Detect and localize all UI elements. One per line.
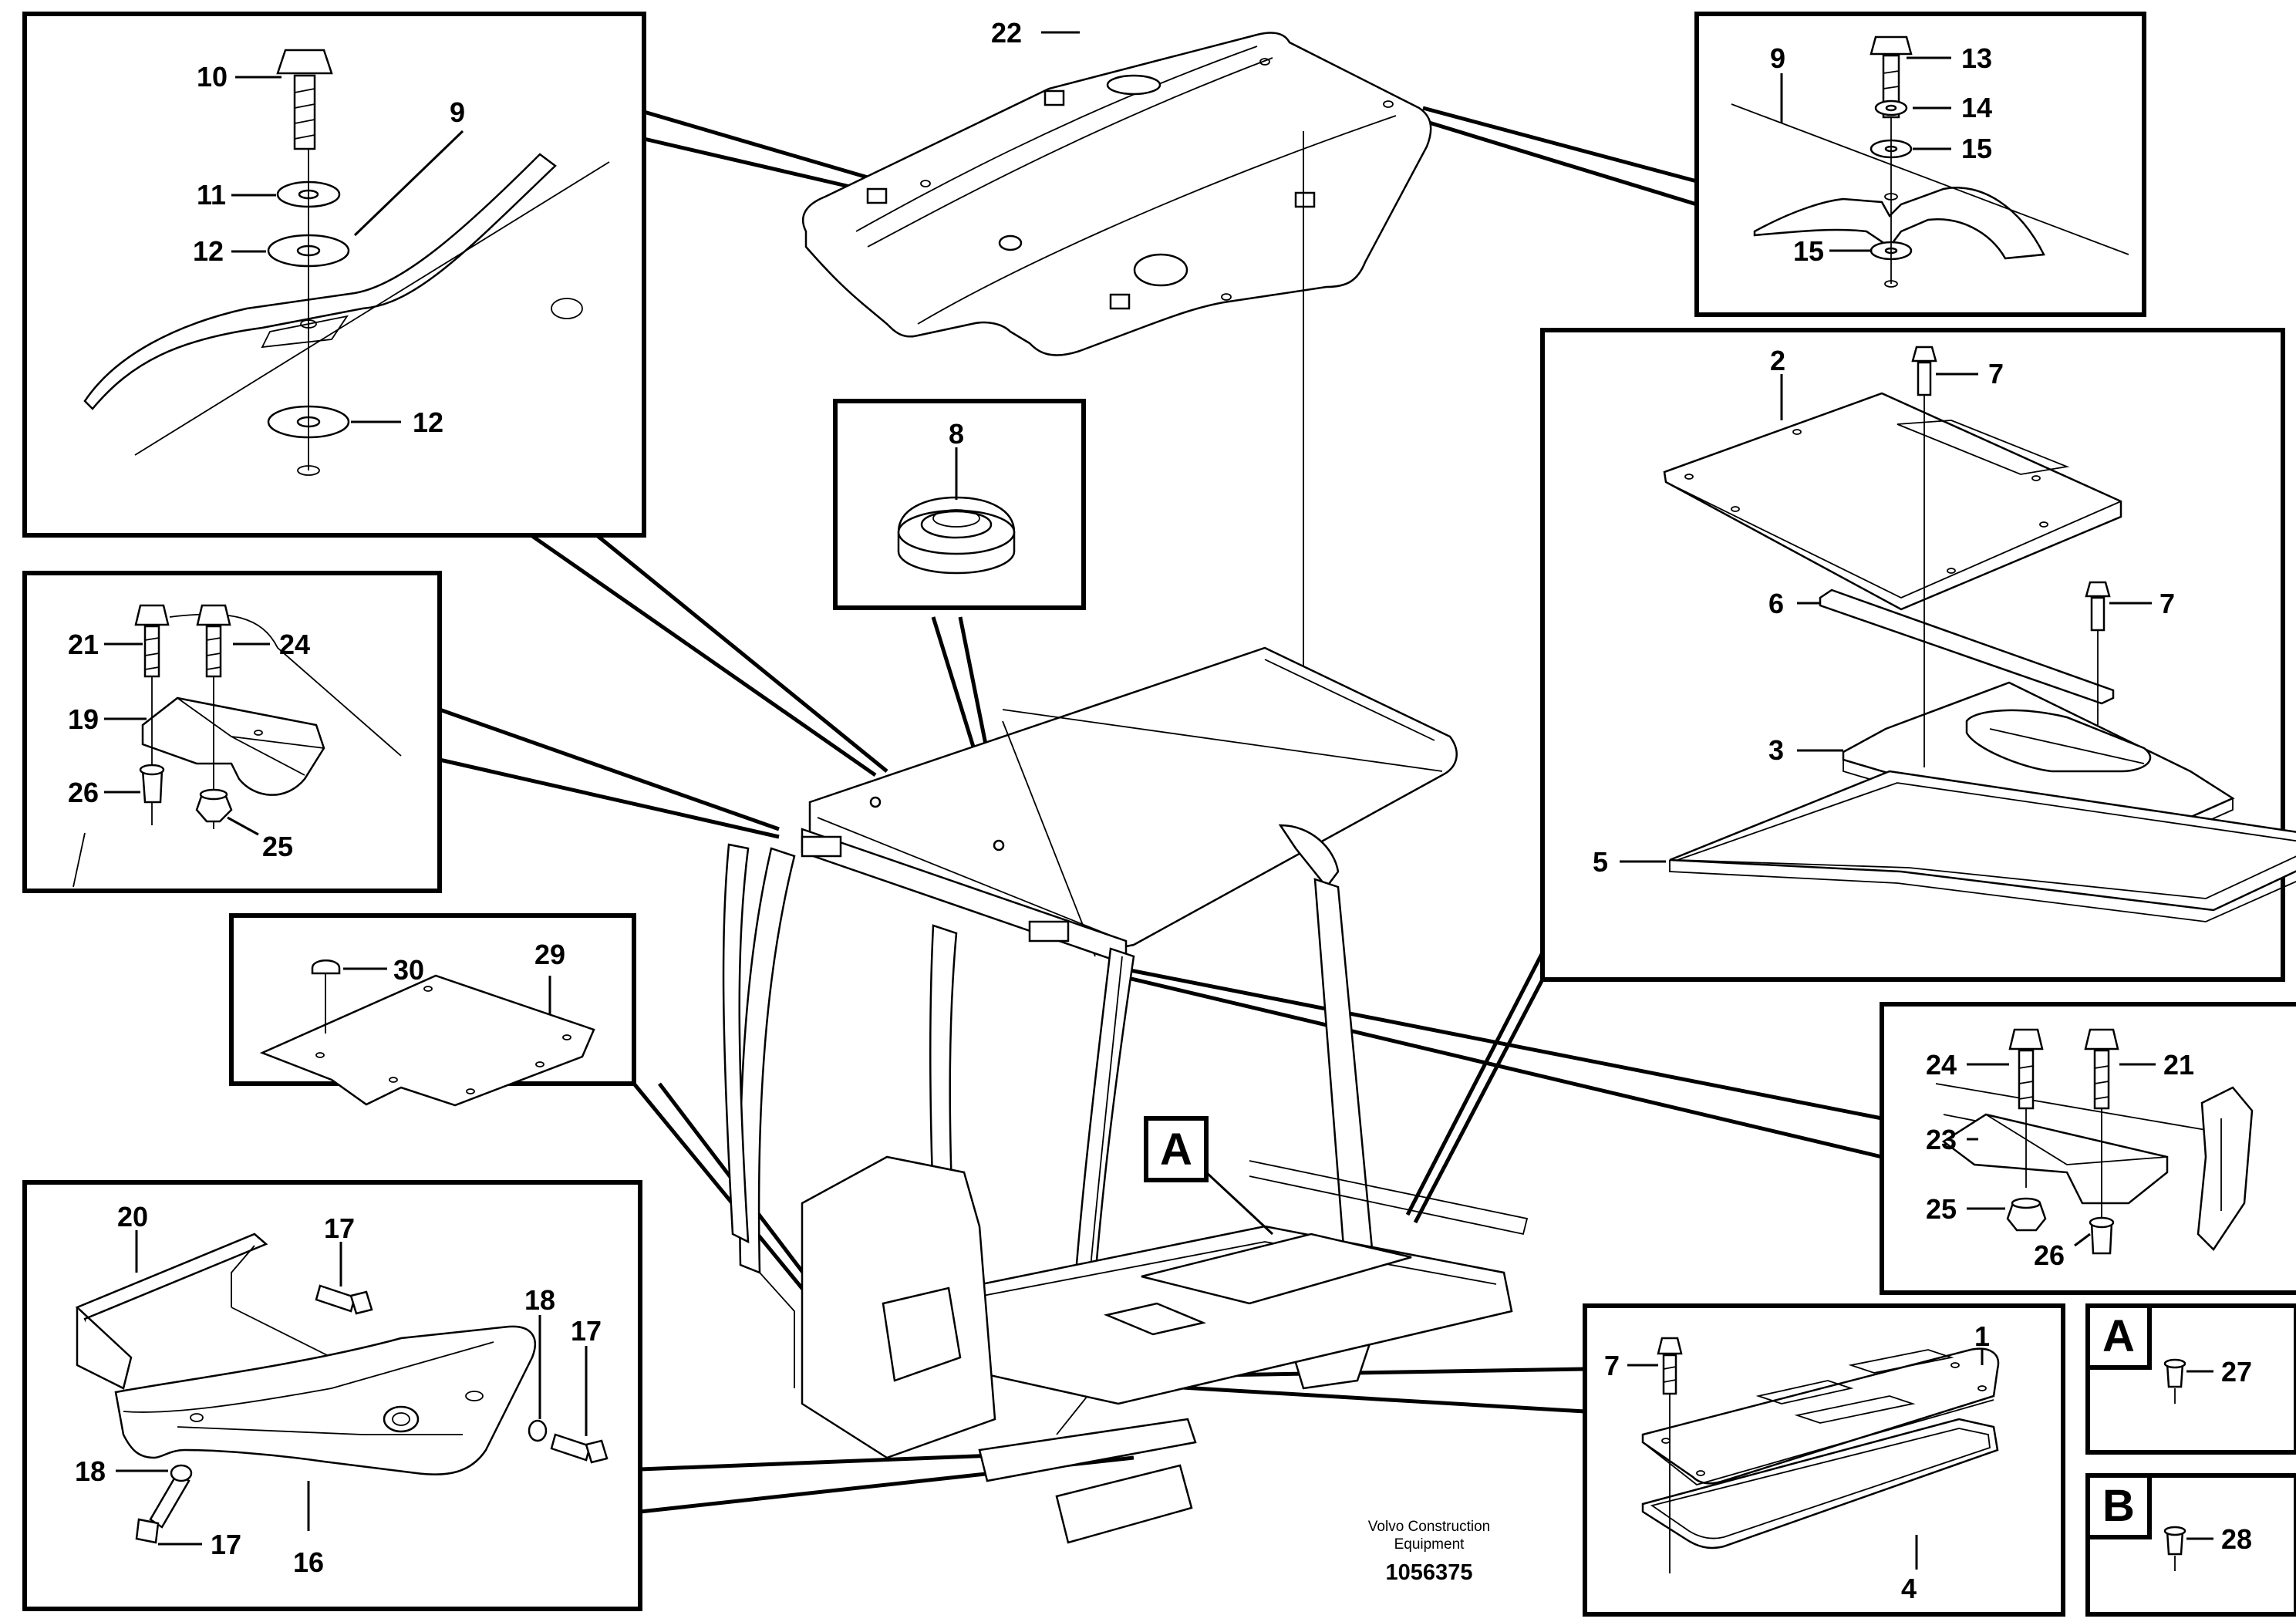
- label-13: 13: [1961, 42, 1992, 74]
- label-25-right: 25: [1926, 1193, 1957, 1225]
- label-18-right: 18: [524, 1284, 555, 1316]
- detail-box-b: B 28: [2085, 1473, 2296, 1617]
- box-b-label: B: [2102, 1481, 2135, 1531]
- detail-marker-a-main: A: [1144, 1116, 1274, 1236]
- label-9-left: 9: [450, 96, 465, 128]
- detail-box-grommet: 8: [833, 399, 1086, 610]
- label-10: 10: [197, 61, 228, 93]
- label-15-upper: 15: [1961, 133, 1992, 164]
- detail-box-roof-hatch: 2 7 6 7 3 5: [1540, 328, 2296, 982]
- label-24-left: 24: [279, 629, 310, 660]
- callout-lines: [439, 106, 1883, 1514]
- label-1: 1: [1974, 1320, 1990, 1352]
- label-6: 6: [1768, 588, 1784, 619]
- label-11: 11: [197, 179, 226, 211]
- label-24-right: 24: [1926, 1049, 1957, 1081]
- detail-box-floor-hatch: 7 1 4: [1583, 1303, 2065, 1617]
- label-7-lower: 7: [1604, 1350, 1620, 1381]
- marker-a-label: A: [1160, 1125, 1192, 1175]
- label-18-left: 18: [75, 1455, 106, 1487]
- detail-box-front-bracket-left: 21 24 19 26 25: [22, 571, 442, 893]
- label-19: 19: [68, 703, 99, 735]
- label-28: 28: [2221, 1523, 2252, 1555]
- figure-number: 1056375: [1386, 1560, 1473, 1585]
- label-29: 29: [534, 939, 565, 970]
- label-14: 14: [1961, 92, 1992, 123]
- label-12-upper: 12: [193, 235, 224, 267]
- box-a-label: A: [2102, 1311, 2135, 1361]
- label-8: 8: [949, 418, 964, 450]
- label-21-left: 21: [68, 629, 99, 660]
- detail-box-front-bracket-right: 24 21 23 25 26: [1880, 1002, 2296, 1295]
- label-17-lower: 17: [211, 1529, 241, 1560]
- label-26-left: 26: [68, 777, 99, 808]
- label-16: 16: [293, 1546, 324, 1578]
- label-9-right: 9: [1770, 42, 1785, 74]
- label-21-right: 21: [2163, 1049, 2194, 1081]
- label-17-upper: 17: [324, 1212, 355, 1244]
- company-name-line1: Volvo Construction: [1368, 1519, 1490, 1535]
- detail-box-roof-fastener: 13 14 15 15 9: [1694, 12, 2146, 317]
- footer: Volvo Construction Equipment 1056375: [1368, 1519, 1490, 1585]
- label-17-right: 17: [571, 1315, 602, 1347]
- detail-box-step-bracket: 20 17 18 17 18 17 16: [22, 1180, 642, 1611]
- detail-box-roof-mount: 10 11 12 12 9: [22, 12, 646, 538]
- label-7-middle: 7: [2159, 588, 2175, 619]
- label-2: 2: [1770, 345, 1785, 376]
- label-30: 30: [393, 954, 424, 986]
- label-22-group: 22: [991, 17, 1080, 49]
- detail-box-a: A 27: [2085, 1303, 2296, 1455]
- label-27: 27: [2221, 1356, 2252, 1388]
- detail-box-floor-plate: 30 29: [229, 913, 636, 1107]
- company-name-line2: Equipment: [1394, 1536, 1465, 1553]
- label-7-upper: 7: [1988, 358, 2004, 389]
- label-25-left: 25: [262, 831, 293, 862]
- label-3: 3: [1768, 734, 1784, 766]
- label-26-right: 26: [2034, 1239, 2065, 1271]
- label-4: 4: [1901, 1573, 1917, 1604]
- label-23: 23: [1926, 1124, 1957, 1155]
- roof-panel: [801, 32, 1432, 356]
- cab-frame: [722, 646, 1529, 1544]
- label-20: 20: [117, 1201, 148, 1233]
- label-22: 22: [991, 17, 1022, 49]
- label-5: 5: [1593, 846, 1608, 878]
- label-12-lower: 12: [413, 406, 443, 438]
- label-15-lower: 15: [1793, 235, 1824, 267]
